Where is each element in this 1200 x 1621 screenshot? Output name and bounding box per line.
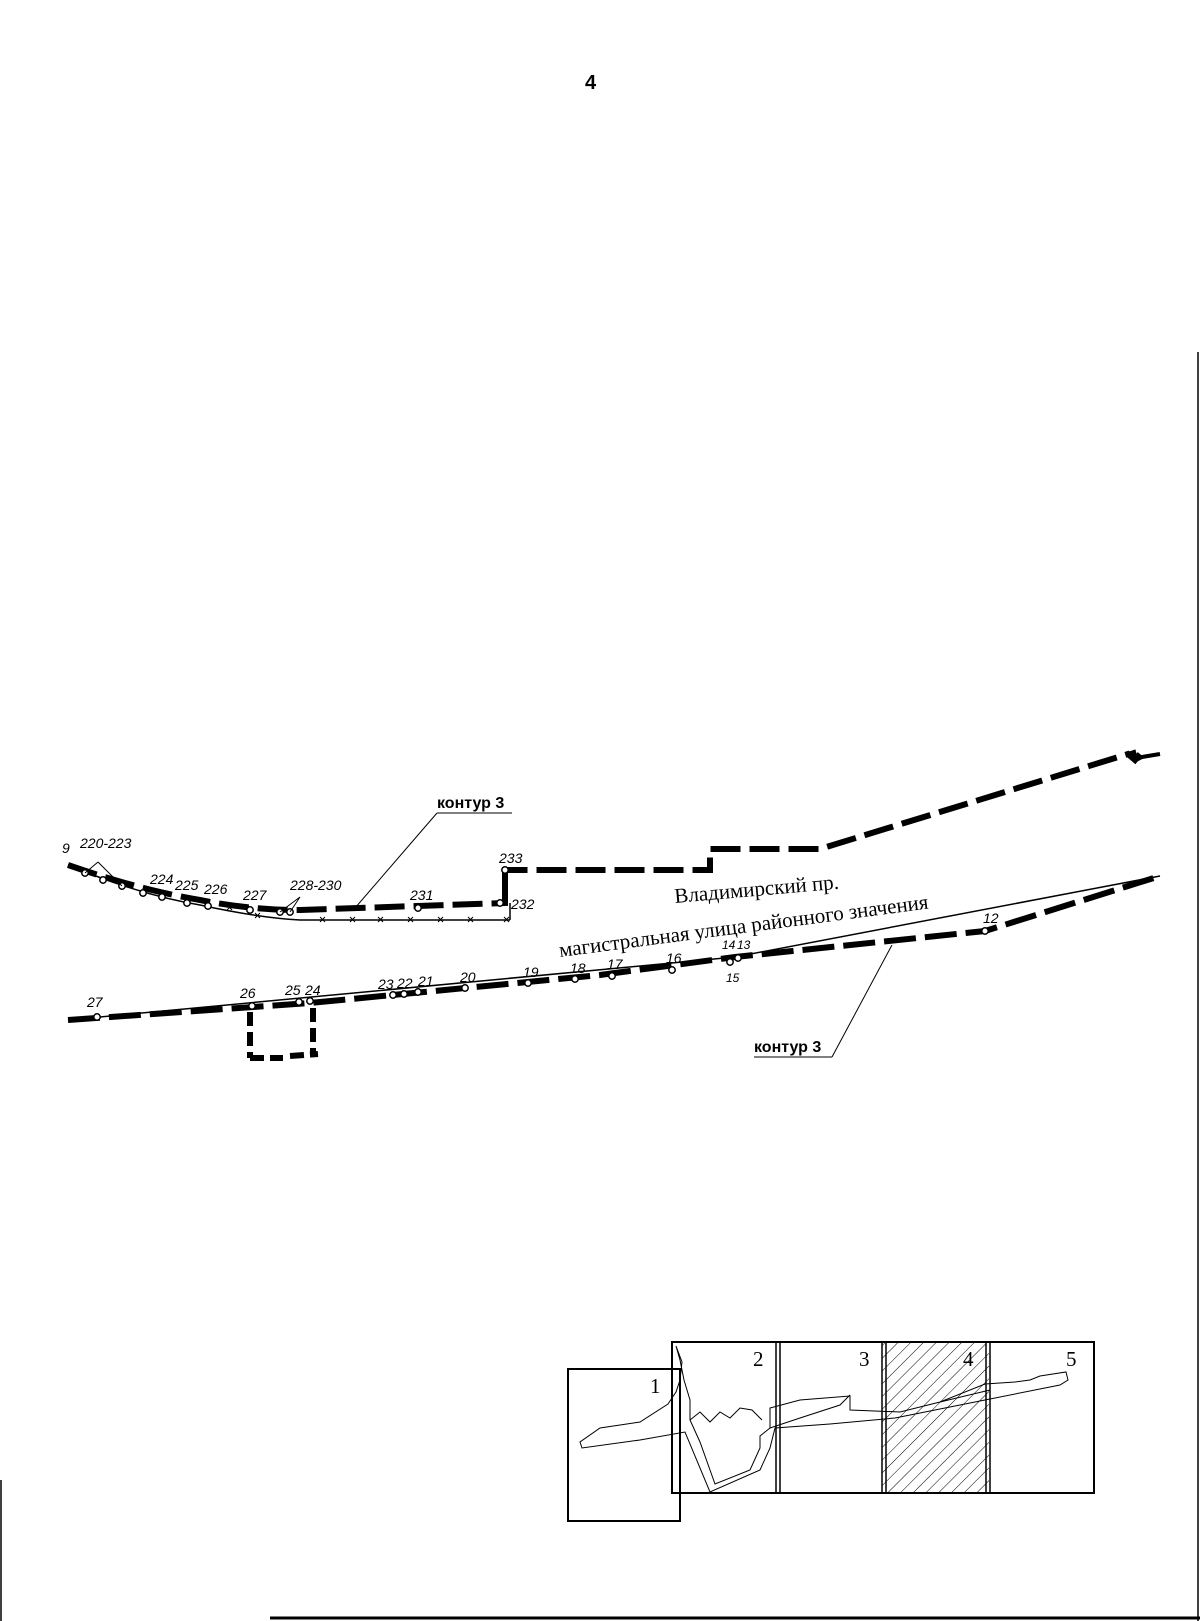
index-district-outline-2 [689, 1389, 991, 1429]
point-label-9: 9 [62, 840, 70, 856]
upper-boundary-dashed-line [67, 750, 1143, 914]
lower-boundary-dashed-line [67, 873, 1161, 1023]
point-label-18: 18 [570, 960, 586, 976]
index-sheet-label-4: 4 [963, 1347, 974, 1371]
upper-boundary-end [1127, 749, 1161, 763]
point-label-14: 14 [722, 938, 736, 952]
point-label-224: 224 [149, 871, 174, 887]
point-label-19: 19 [523, 964, 539, 980]
point-label-27: 27 [86, 994, 104, 1010]
index-sheet-label-3: 3 [859, 1347, 870, 1371]
contour-label-top-leader [354, 812, 438, 909]
point-label-15: 15 [726, 971, 740, 985]
contour-label-top: контур 3 [354, 795, 512, 909]
street-name: Владимирский пр. [673, 870, 839, 908]
boundary-cross-marks [226, 904, 510, 923]
index-sheet-1-frame [567, 1368, 681, 1522]
lower-boundary-bracket [247, 1008, 319, 1061]
point-label-16: 16 [666, 950, 682, 966]
lower-boundary: 27 26 25 24 23 22 21 20 19 18 17 16 14 1… [67, 873, 1161, 1061]
point-label-13: 13 [737, 938, 751, 952]
point-label-226: 226 [203, 881, 228, 897]
point-label-227: 227 [242, 887, 268, 903]
lower-boundary-thin-line [67, 956, 736, 1021]
index-district-outline [579, 1345, 1069, 1493]
point-label-220-223: 220-223 [79, 835, 132, 851]
contour-label-bottom-leader [831, 944, 893, 1058]
index-map: 1 2 3 4 5 [567, 1341, 1095, 1522]
point-label-12: 12 [983, 910, 999, 926]
lower-point-markers [93, 927, 989, 1021]
index-sheet-label-1: 1 [650, 1374, 661, 1398]
index-sheet-dividers [775, 1342, 991, 1493]
upper-point-markers [81, 866, 509, 916]
point-label-25: 25 [284, 982, 301, 998]
leader-228-230 [279, 896, 301, 913]
contour-label-top-text: контур 3 [437, 795, 504, 812]
point-label-232: 232 [510, 896, 535, 912]
point-label-26: 26 [239, 985, 256, 1001]
contour-label-bottom-text: контур 3 [754, 1039, 821, 1056]
point-label-24: 24 [304, 982, 321, 998]
upper-boundary: 9 220-223 224 225 226 227 228-230 231 23… [62, 749, 1161, 923]
lower-boundary-thin-line-2 [734, 875, 1161, 958]
point-label-231: 231 [409, 887, 433, 903]
leader-220-223 [84, 861, 123, 887]
point-label-20: 20 [459, 969, 476, 985]
index-sheet-label-2: 2 [753, 1347, 764, 1371]
index-sheet-label-5: 5 [1066, 1347, 1077, 1371]
point-label-233: 233 [498, 850, 523, 866]
point-label-22: 22 [396, 975, 413, 991]
point-label-23: 23 [377, 976, 394, 992]
point-label-21: 21 [417, 973, 434, 989]
point-label-225: 225 [174, 877, 199, 893]
point-label-17: 17 [607, 956, 624, 972]
contour-label-bottom: контур 3 [754, 944, 893, 1058]
index-sheets-frame [671, 1341, 1095, 1494]
point-label-228-230: 228-230 [289, 877, 342, 893]
page-number: 4 [585, 72, 597, 94]
